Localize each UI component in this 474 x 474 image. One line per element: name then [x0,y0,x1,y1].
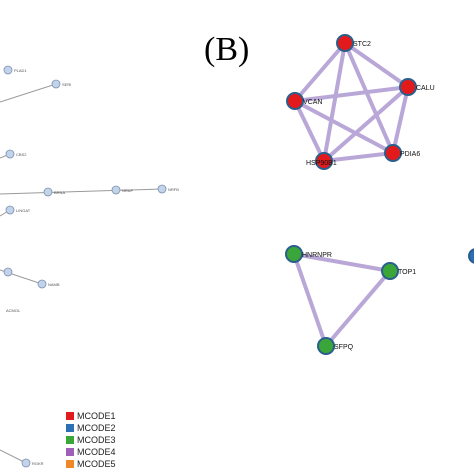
network-node [3,267,13,277]
network-node [286,92,304,110]
legend-label: MCODE3 [77,435,116,445]
partial-node [468,248,474,264]
node-label: BRNA [54,190,65,195]
legend-swatch [66,448,74,456]
network-edge [293,252,391,273]
node-label: SFPQ [334,344,354,351]
node-label: LINGAT [16,208,31,213]
node-label: SERI [62,82,71,87]
node-label: ACMOL [6,308,21,313]
network-node [3,65,13,75]
network-node [43,187,53,197]
legend-label: MCODE5 [77,459,116,469]
node-label: PLAD1 [14,68,27,73]
legend: MCODE1 MCODE2 MCODE3 MCODE4 MCODE5 [66,410,116,470]
node-label: NRFB [168,187,179,192]
panel-b-edges [292,41,410,348]
node-label: NAMB [48,282,60,287]
network-edge [391,86,410,154]
network-node [21,458,31,468]
network-edge [322,42,347,162]
network-node [5,205,15,215]
legend-swatch [66,424,74,432]
network-node [399,78,417,96]
node-label: HNRNPR [302,252,332,259]
network-edge [294,85,409,103]
node-label: NRAP [122,188,133,193]
node-label: RGKR [32,461,44,466]
network-edge [294,99,394,155]
network-node [51,79,61,89]
legend-swatch [66,460,74,468]
network-edge [343,41,410,89]
network-edge [0,188,163,195]
legend-label: MCODE4 [77,447,116,457]
network-node [336,34,354,52]
legend-label: MCODE1 [77,411,116,421]
panel-label: (B) [204,31,250,68]
network-edge [0,449,27,464]
legend-swatch [66,436,74,444]
network-node [157,184,167,194]
network-node [384,144,402,162]
network-node [5,149,15,159]
legend-item: MCODE1 [66,410,116,422]
network-edge [343,42,395,154]
network-edge [323,151,394,163]
node-label: HSP90B1 [306,160,337,167]
node-label: TOP1 [398,269,416,276]
network-edge [292,253,328,347]
network-node [37,279,47,289]
node-label: PDIA6 [400,151,420,158]
network-node [111,185,121,195]
legend-label: MCODE2 [77,423,116,433]
network-edge [293,100,326,162]
node-label: STC2 [353,41,371,48]
network-edge [324,269,392,348]
legend-item: MCODE2 [66,422,116,434]
network-node [317,337,335,355]
legend-swatch [66,412,74,420]
network-node [381,262,399,280]
node-label: CALU [416,85,435,92]
node-label: CBS2 [16,152,27,157]
network-node [315,152,333,170]
legend-item: MCODE3 [66,434,116,446]
network-edge [0,83,57,103]
legend-item: MCODE4 [66,446,116,458]
network-node [285,245,303,263]
legend-item: MCODE5 [66,458,116,470]
network-edge [293,41,347,103]
network-edge [322,85,410,163]
node-label: VCAN [303,99,322,106]
